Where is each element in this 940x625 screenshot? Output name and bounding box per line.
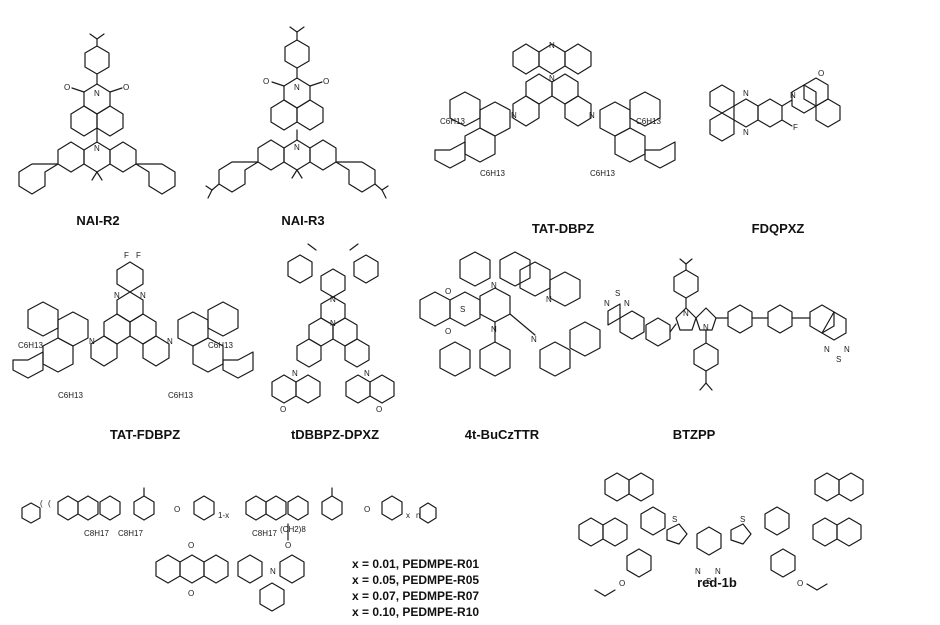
- svg-text:N: N: [549, 74, 555, 83]
- svg-text:N: N: [715, 567, 721, 576]
- svg-text:x: x: [406, 511, 410, 520]
- compound-label: 4t-BuCzTTR: [464, 427, 540, 442]
- svg-text:O: O: [323, 77, 329, 86]
- svg-text:N: N: [294, 83, 300, 92]
- svg-text:N: N: [824, 345, 830, 354]
- svg-text:N: N: [683, 309, 689, 318]
- svg-text:S: S: [706, 577, 711, 586]
- svg-text:S: S: [836, 355, 841, 364]
- svg-text:F: F: [793, 123, 798, 132]
- svg-text:1-x: 1-x: [218, 511, 229, 520]
- svg-text:O: O: [263, 77, 269, 86]
- svg-text:O: O: [188, 541, 194, 550]
- svg-text:N: N: [89, 337, 95, 346]
- svg-text:N: N: [695, 567, 701, 576]
- svg-text:O: O: [280, 405, 286, 414]
- svg-text:O: O: [285, 541, 291, 550]
- compound-label: BTZPP: [672, 427, 716, 442]
- svg-text:N: N: [270, 567, 276, 576]
- svg-text:O: O: [64, 83, 70, 92]
- svg-text:C6H13: C6H13: [590, 169, 615, 178]
- svg-text:n: n: [416, 511, 420, 520]
- structure-tdbbpz-dpxz: N N N N O O: [268, 240, 398, 420]
- legend-line: x = 0.05, PEDMPE-R05: [352, 573, 480, 587]
- compound-label: FDQPXZ: [751, 221, 805, 236]
- structure-nai-r2: N O O N: [18, 33, 176, 208]
- svg-text:N: N: [743, 128, 749, 137]
- compound-label: red-1b: [697, 575, 737, 590]
- structure-tat-dbpz: N N N C6H13 C6H13 N C6H13 C6H13: [434, 40, 676, 200]
- svg-text:N: N: [589, 111, 595, 120]
- svg-text:N: N: [531, 335, 537, 344]
- svg-text:C6H13: C6H13: [440, 117, 465, 126]
- svg-text:S: S: [615, 289, 620, 298]
- svg-text:N: N: [94, 144, 100, 153]
- svg-text:N: N: [546, 295, 552, 304]
- svg-text:N: N: [743, 89, 749, 98]
- svg-text:F: F: [136, 251, 141, 260]
- svg-text:N: N: [364, 369, 370, 378]
- svg-text:C6H13: C6H13: [58, 391, 83, 400]
- svg-text:O: O: [188, 589, 194, 598]
- structure-fdqpxz: N N F N O: [700, 62, 850, 162]
- svg-text:S: S: [672, 515, 677, 524]
- svg-text:N: N: [294, 143, 300, 152]
- svg-text:F: F: [124, 251, 129, 260]
- svg-text:N: N: [167, 337, 173, 346]
- svg-text:N: N: [292, 369, 298, 378]
- compound-label: tDBBPZ-DPXZ: [290, 427, 380, 442]
- svg-text:N: N: [114, 291, 120, 300]
- legend-line: x = 0.10, PEDMPE-R10: [352, 605, 480, 619]
- svg-text:O: O: [445, 287, 451, 296]
- svg-text:O: O: [797, 579, 803, 588]
- svg-text:N: N: [330, 295, 336, 304]
- svg-text:N: N: [491, 281, 497, 290]
- polymer-series-legend: x = 0.01, PEDMPE-R01 x = 0.05, PEDMPE-R0…: [352, 556, 479, 620]
- legend-line: x = 0.01, PEDMPE-R01: [352, 557, 480, 571]
- svg-text:C6H13: C6H13: [168, 391, 193, 400]
- svg-text:N: N: [790, 91, 796, 100]
- legend-line: x = 0.07, PEDMPE-R07: [352, 589, 480, 603]
- svg-text:C6H13: C6H13: [480, 169, 505, 178]
- compound-label: TAT-FDBPZ: [109, 427, 181, 442]
- svg-text:N: N: [94, 89, 100, 98]
- svg-text:(CH2)8: (CH2)8: [280, 525, 306, 534]
- svg-text:C8H17: C8H17: [252, 529, 277, 538]
- svg-text:O: O: [174, 505, 180, 514]
- svg-text:O: O: [445, 327, 451, 336]
- svg-text:N: N: [511, 111, 517, 120]
- svg-text:N: N: [844, 345, 850, 354]
- svg-text:C8H17: C8H17: [118, 529, 143, 538]
- svg-text:S: S: [740, 515, 745, 524]
- svg-text:C6H13: C6H13: [208, 341, 233, 350]
- svg-text:C6H13: C6H13: [636, 117, 661, 126]
- svg-text:N: N: [491, 325, 497, 334]
- svg-text:C8H17: C8H17: [84, 529, 109, 538]
- svg-text:(: (: [40, 499, 43, 508]
- svg-text:N: N: [140, 291, 146, 300]
- svg-text:N: N: [604, 299, 610, 308]
- svg-text:O: O: [619, 579, 625, 588]
- svg-text:N: N: [549, 41, 555, 50]
- svg-text:O: O: [364, 505, 370, 514]
- compound-label: NAI-R2: [76, 213, 120, 228]
- svg-text:N: N: [624, 299, 630, 308]
- svg-text:N: N: [330, 319, 336, 328]
- structure-4t-buczttr: N O O S N N N: [419, 250, 601, 425]
- svg-text:S: S: [460, 305, 465, 314]
- compound-label: NAI-R3: [281, 213, 325, 228]
- svg-text:C6H13: C6H13: [18, 341, 43, 350]
- svg-text:(: (: [48, 499, 51, 508]
- compound-label: TAT-DBPZ: [531, 221, 595, 236]
- svg-text:O: O: [376, 405, 382, 414]
- structure-nai-r3: N O O N: [205, 20, 397, 210]
- svg-text:N: N: [703, 323, 709, 332]
- svg-text:O: O: [818, 69, 824, 78]
- svg-text:O: O: [123, 83, 129, 92]
